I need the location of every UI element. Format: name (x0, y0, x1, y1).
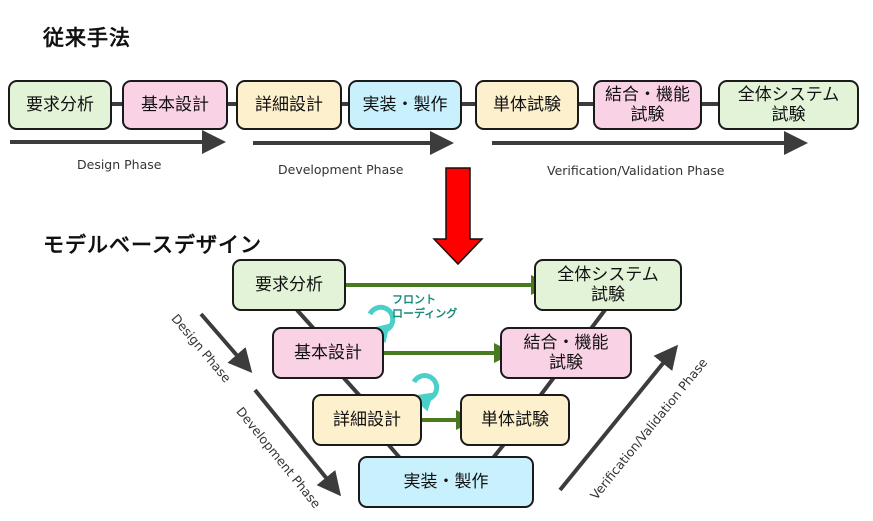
trad-step-implementation: 実装・製作 (348, 80, 462, 130)
mbd-implementation: 実装・製作 (358, 456, 534, 508)
mbd-system-test: 全体システム 試験 (534, 259, 682, 311)
mbd-integration-test: 結合・機能 試験 (500, 327, 632, 379)
v-verification-phase-arrow (558, 344, 679, 492)
v-development-phase-arrow (253, 388, 342, 497)
trad-development-phase-label: Development Phase (278, 162, 404, 177)
mbd-basic-design: 基本設計 (272, 327, 384, 379)
trad-step-requirements: 要求分析 (8, 80, 112, 130)
down-arrow-icon (432, 167, 484, 266)
loop-icon (411, 373, 440, 412)
trad-step-integration-test: 結合・機能 試験 (593, 80, 702, 130)
mbd-detail-design: 詳細設計 (312, 394, 422, 446)
loop-icon (367, 304, 396, 344)
traditional-title: 従来手法 (43, 26, 131, 50)
v-design-phase-arrow (199, 312, 253, 374)
mbd-requirements: 要求分析 (232, 259, 346, 311)
mbd-unit-test: 単体試験 (460, 394, 570, 446)
trad-design-phase-label: Design Phase (77, 157, 162, 172)
front-loading-label: フロント ローディング (392, 293, 458, 320)
trad-verification-phase-label: Verification/Validation Phase (547, 163, 725, 178)
trad-step-system-test: 全体システム 試験 (718, 80, 859, 130)
mbd-title: モデルベースデザイン (43, 233, 262, 257)
trad-step-basic-design: 基本設計 (122, 80, 228, 130)
trad-step-unit-test: 単体試験 (475, 80, 579, 130)
trad-step-detail-design: 詳細設計 (236, 80, 342, 130)
